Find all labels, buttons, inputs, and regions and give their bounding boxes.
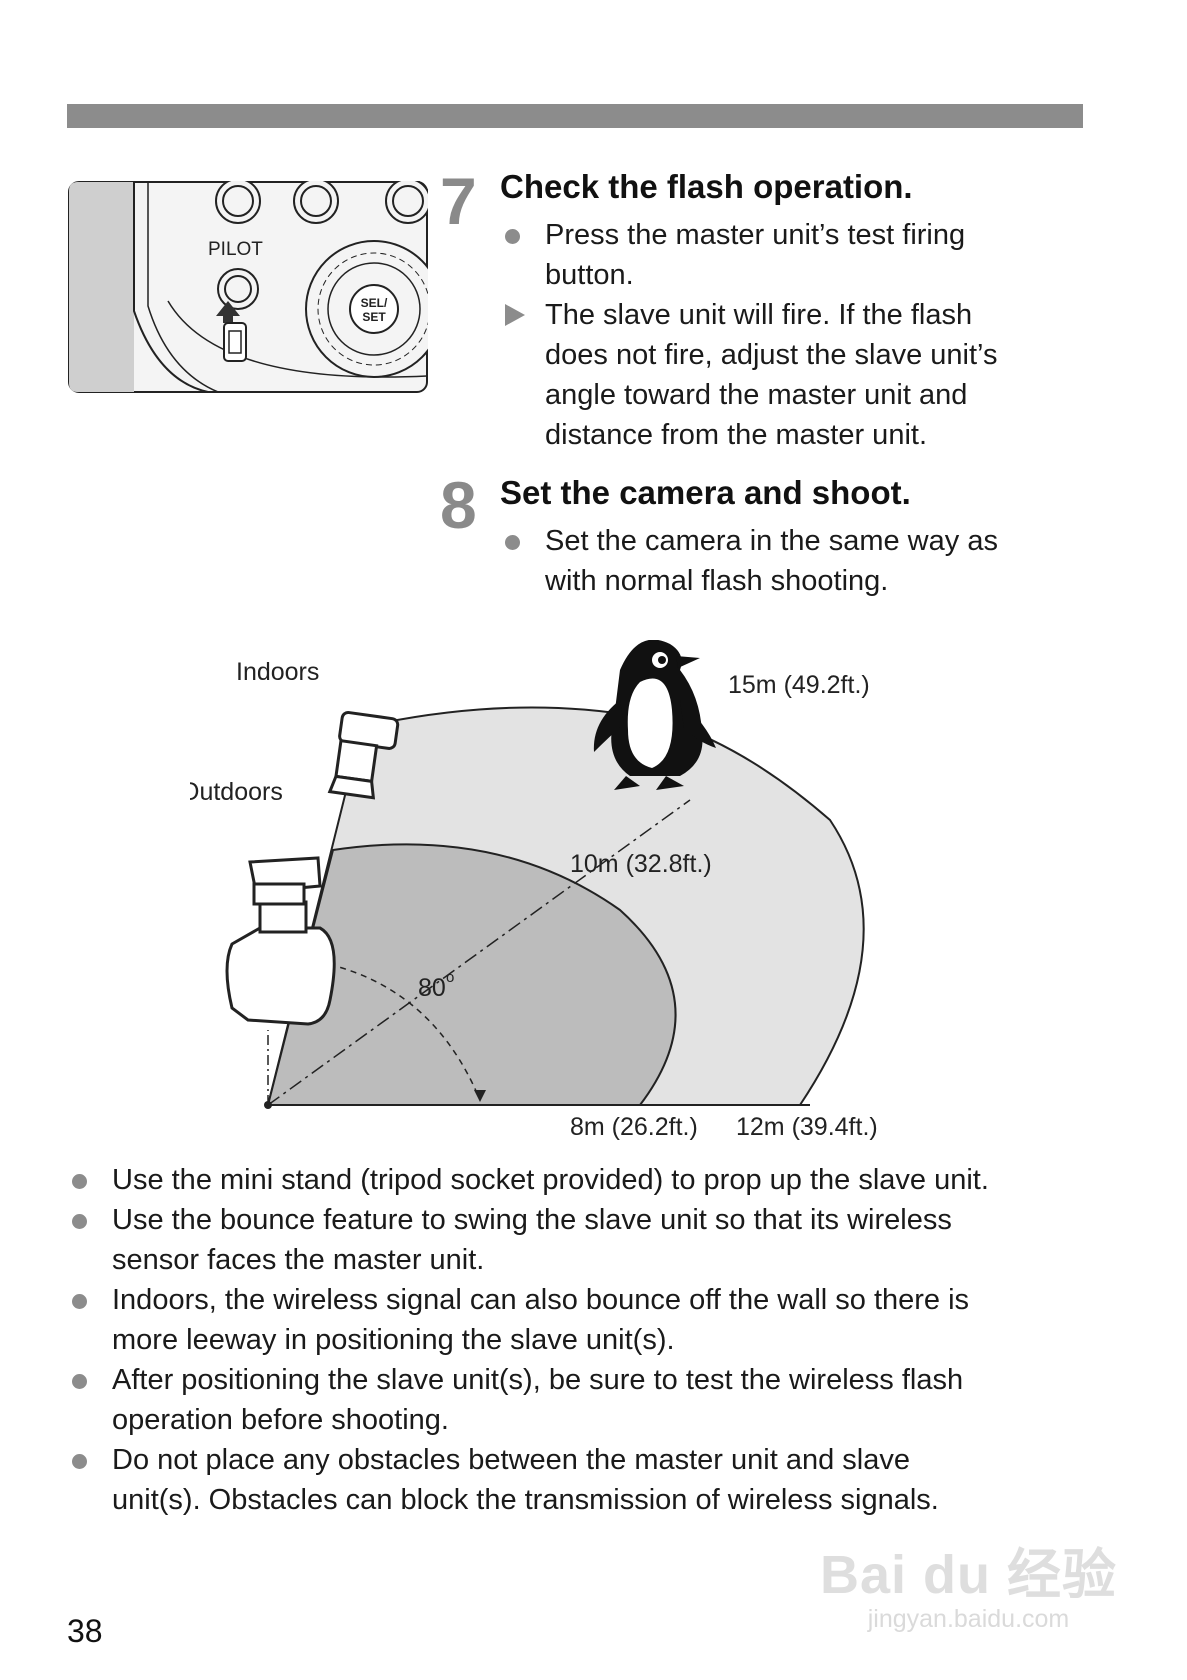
list-item: Indoors, the wireless signal can also bo… (72, 1280, 1112, 1360)
range-15m-label: 15m (49.2ft.) (728, 671, 870, 699)
bullet-dot-icon (72, 1374, 87, 1389)
bullet-dot-icon (72, 1454, 87, 1469)
pilot-label: PILOT (208, 239, 263, 260)
outdoor-range-area (266, 843, 677, 1106)
watermark-url: jingyan.baidu.com (867, 1605, 1070, 1633)
result-arrow-icon (505, 304, 525, 326)
notes-list: Use the mini stand (tripod socket provid… (72, 1160, 1112, 1520)
master-flash-camera-icon (225, 856, 336, 1026)
angle-arc (307, 959, 481, 1101)
list-item: Use the bounce feature to swing the slav… (72, 1200, 1112, 1280)
step-7-title: Check the flash operation. (500, 168, 913, 205)
bullet-dot-icon (505, 229, 520, 244)
set-label: SET (362, 310, 386, 324)
penguin-subject-icon (593, 640, 716, 790)
list-item: After positioning the slave unit(s), be … (72, 1360, 1112, 1440)
watermark: Bai du 经验 jingyan.baidu.com (820, 1530, 1117, 1634)
list-item: Use the mini stand (tripod socket provid… (72, 1160, 1112, 1200)
bullet-dot-icon (505, 535, 520, 550)
list-item: Set the camera in the same way as with n… (505, 521, 998, 601)
angle-unit-label: o (446, 969, 454, 986)
slave-flash-icon (327, 710, 400, 800)
step-7-number: 7 (440, 164, 477, 238)
list-item: Do not place any obstacles between the m… (72, 1440, 1112, 1520)
bullet-dot-icon (72, 1294, 87, 1309)
page-number: 38 (67, 1613, 103, 1649)
header-bar (67, 104, 1083, 128)
bullet-dot-icon (72, 1214, 87, 1229)
range-12m-label: 12m (39.4ft.) (736, 1113, 878, 1141)
range-10m-label: 10m (32.8ft.) (570, 850, 712, 878)
sel-label: SEL/ (361, 296, 388, 310)
step-7-bullets: Press the master unit’s test firing butt… (505, 215, 997, 455)
step-8-bullets: Set the camera in the same way as with n… (505, 521, 998, 601)
watermark-logo: Bai du 经验 (819, 1545, 1117, 1605)
list-item: Press the master unit’s test firing butt… (505, 215, 997, 295)
outdoors-label: Outdoors (190, 778, 283, 806)
indoors-label: Indoors (236, 658, 319, 686)
range-8m-label: 8m (26.2ft.) (570, 1113, 698, 1141)
flash-panel-photo: PILOT SEL/ SET (68, 181, 428, 393)
list-item: The slave unit will fire. If the flash d… (505, 295, 997, 455)
angle-label: 80 (418, 974, 446, 1002)
step-8-title: Set the camera and shoot. (500, 474, 911, 511)
step-8-number: 8 (440, 468, 477, 542)
wireless-range-diagram: Indoors Outdoors 15m (49.2ft.) 10m (32.8… (190, 640, 878, 1141)
bullet-dot-icon (72, 1174, 87, 1189)
